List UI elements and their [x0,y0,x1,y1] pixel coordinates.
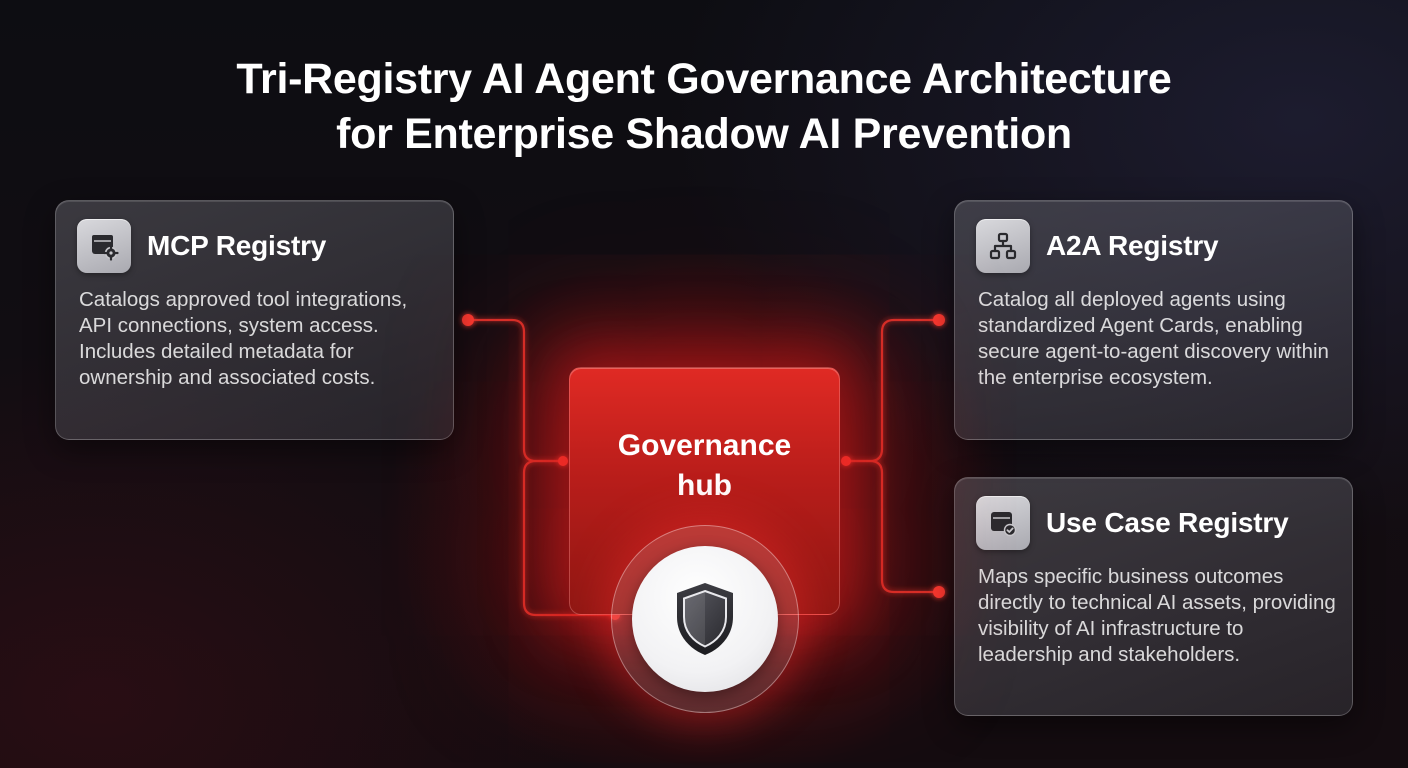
diagram-title-line-1: Tri-Registry AI Agent Governance Archite… [236,55,1172,103]
a2a-registry-card: A2A Registry Catalog all deployed agents… [954,200,1353,440]
connector-node-hub-left [558,456,568,466]
window-check-icon [976,496,1030,550]
connector-node-a2a [933,314,945,326]
connector-mcp-to-hub [466,318,565,463]
use-case-registry-card: Use Case Registry Maps specific business… [954,477,1353,716]
governance-hub-label-line-2: hub [677,469,732,502]
shield-disc [632,546,778,692]
a2a-registry-header: A2A Registry [976,219,1219,273]
use-case-registry-header: Use Case Registry [976,496,1289,550]
governance-hub-label: Governance hub [570,426,839,506]
connector-node-mcp [462,314,474,326]
use-case-registry-description: Maps specific business outcomes directly… [978,565,1336,666]
connector-hub-to-usecase [844,459,941,594]
mcp-registry-title: MCP Registry [147,230,327,261]
use-case-registry-title: Use Case Registry [1046,507,1289,538]
governance-hub-label-line-1: Governance [617,429,792,462]
mcp-registry-header: MCP Registry [77,219,326,273]
connector-hub-to-a2a [844,318,941,463]
connector-node-usecase [933,586,945,598]
diagram-title: Tri-Registry AI Agent Governance Archite… [0,52,1408,162]
mcp-registry-card: MCP Registry Catalogs approved tool inte… [55,200,454,440]
hierarchy-network-icon [976,219,1030,273]
diagram-title-line-2: for Enterprise Shadow AI Prevention [336,110,1072,158]
mcp-registry-description: Catalogs approved tool integrations, API… [79,288,408,389]
shield-badge [611,525,799,713]
a2a-registry-description: Catalog all deployed agents using standa… [978,288,1329,389]
a2a-registry-title: A2A Registry [1046,230,1219,261]
window-gear-icon [77,219,131,273]
shield-icon [677,583,733,655]
connector-node-hub-right [841,456,851,466]
